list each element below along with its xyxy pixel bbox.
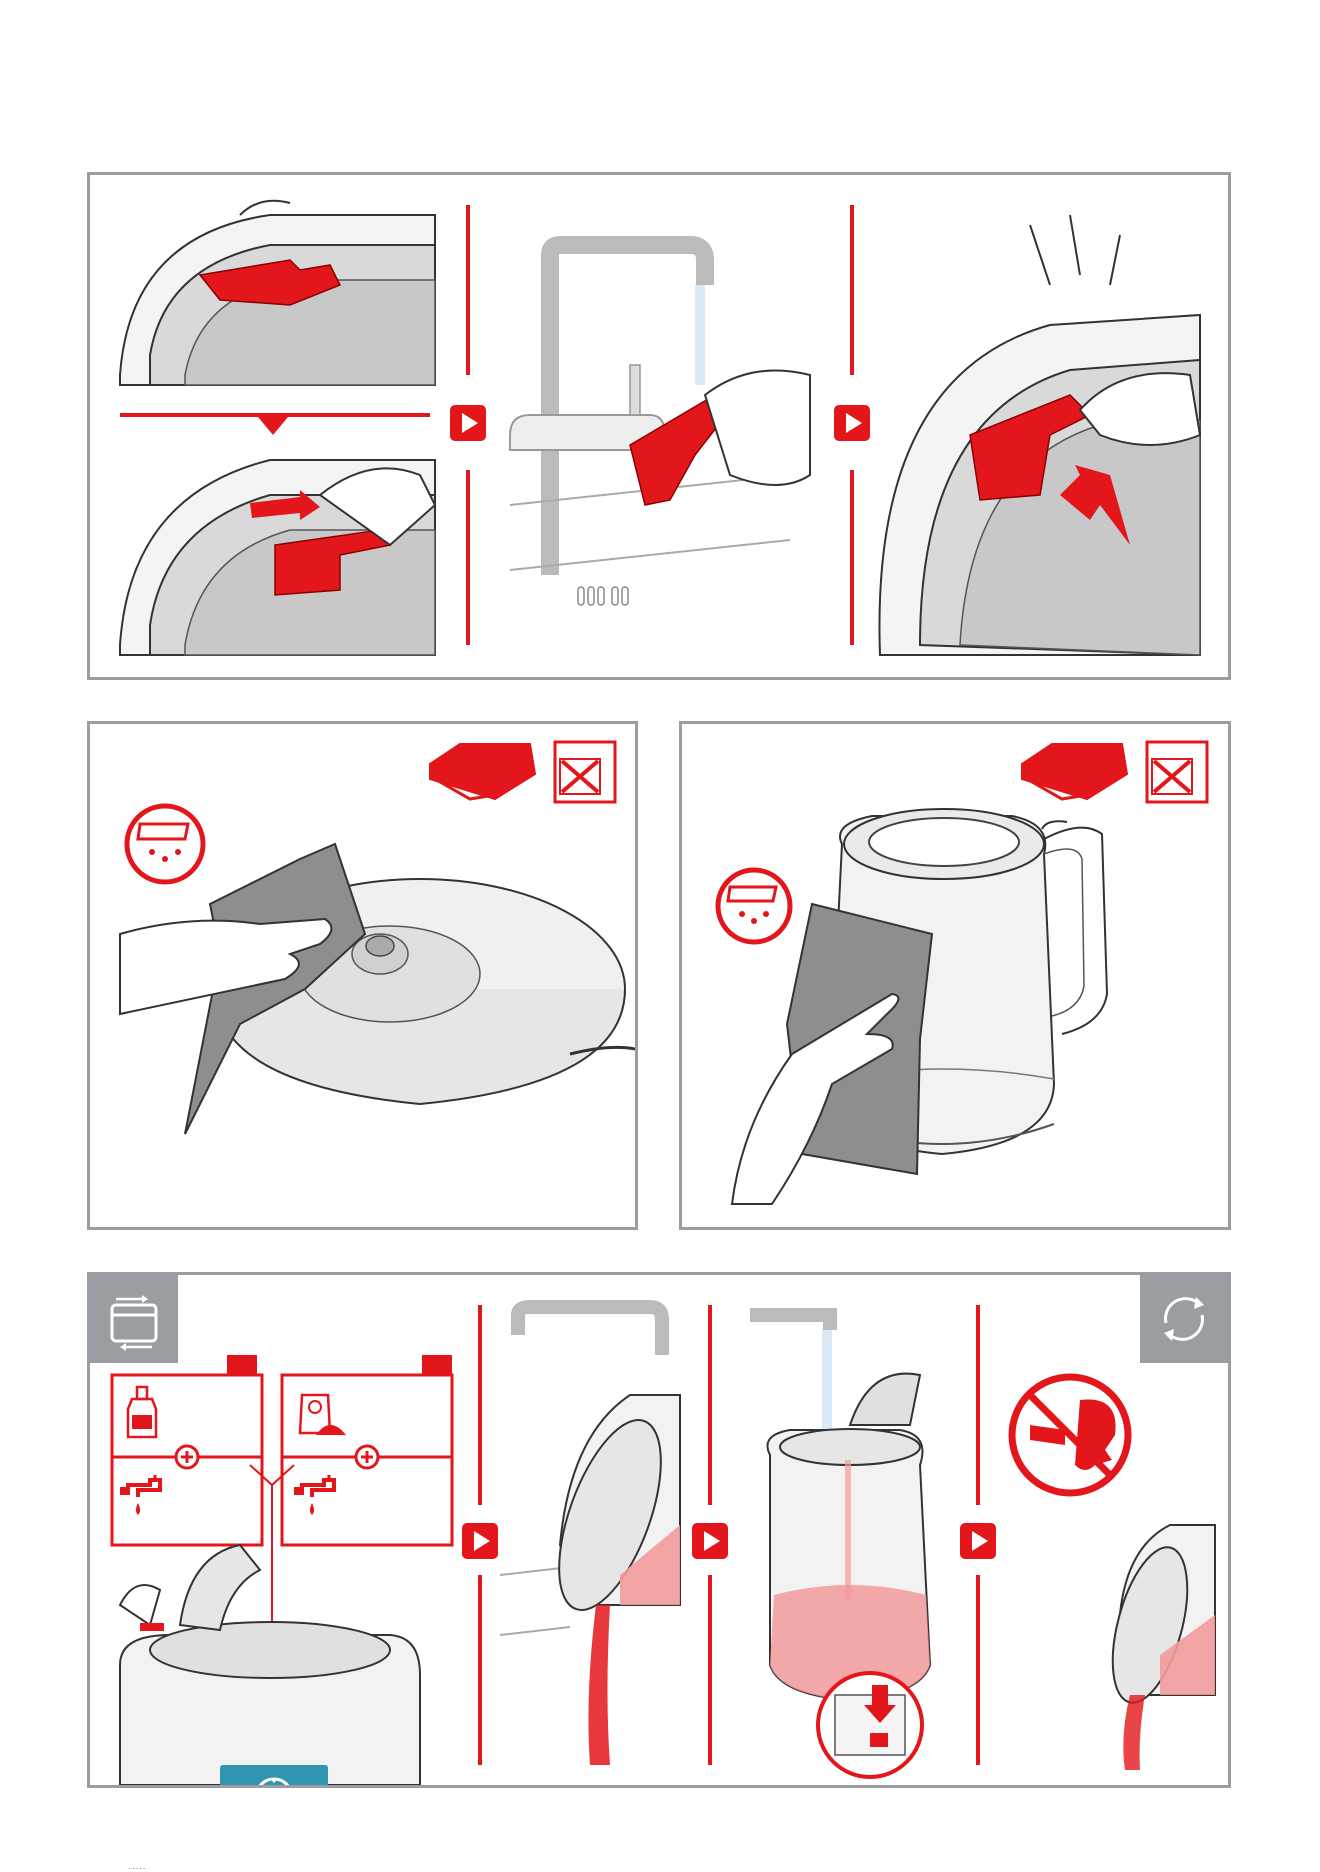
no-dishwasher-icon — [555, 742, 615, 802]
vinegar-recipe-box — [112, 1355, 262, 1545]
damp-cloth-icon — [718, 870, 790, 942]
filter-cleaning-illustration — [90, 175, 1228, 677]
descaling-illustration — [90, 1275, 1228, 1785]
kettle-wipe-illustration — [682, 724, 1228, 1227]
wipe-hand-icon — [1022, 744, 1127, 799]
switch-detail-callout — [818, 1673, 922, 1777]
timer-badge — [220, 1765, 328, 1788]
filter-removal-panel — [87, 172, 1231, 680]
no-fumes-icon — [1012, 1377, 1128, 1493]
down-arrow-icon — [258, 417, 288, 435]
final-pour-kettle — [1098, 1525, 1215, 1770]
kettle-open-lid — [120, 1545, 420, 1785]
kettle-wipe-panel — [679, 721, 1231, 1230]
pour-out-kettle — [500, 1307, 682, 1765]
descaler-recipe-box — [282, 1355, 452, 1545]
timer-icon — [250, 1773, 298, 1788]
kettle-refit-filter — [879, 215, 1200, 655]
kettle-top-view-1 — [120, 201, 435, 385]
base-wipe-illustration — [90, 724, 635, 1227]
hand-sketch — [705, 371, 810, 486]
descaling-panel — [87, 1272, 1231, 1788]
glass-kettle-descaling — [750, 1315, 930, 1700]
kettle-top-view-2 — [120, 460, 435, 655]
faucet-rinse — [510, 245, 810, 605]
base-wipe-panel — [87, 721, 638, 1230]
no-dishwasher-icon — [1147, 742, 1207, 802]
damp-cloth-icon — [127, 806, 203, 882]
wipe-hand-icon — [430, 744, 535, 799]
footer-print-code: ..... — [128, 1864, 146, 1871]
